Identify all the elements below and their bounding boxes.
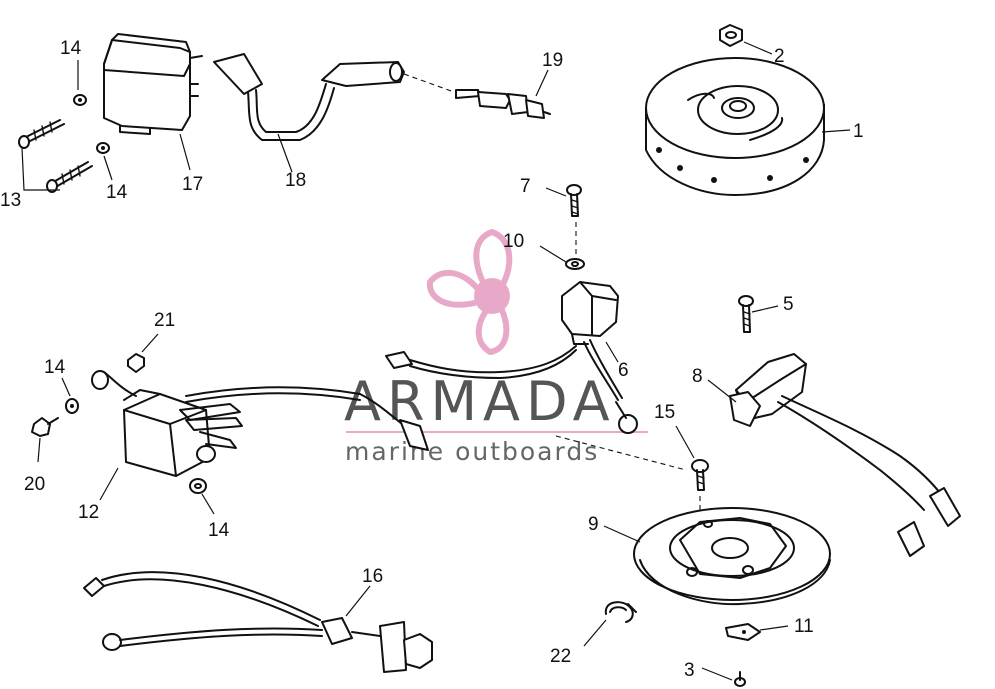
stator-screw — [691, 459, 709, 491]
small-screw — [734, 671, 746, 687]
coil-screws-upper — [18, 94, 110, 193]
callout-9: 9 — [588, 514, 599, 535]
callout-16: 16 — [362, 566, 383, 587]
coil-screw — [566, 184, 582, 217]
callout-2: 2 — [774, 46, 785, 67]
callout-22: 22 — [550, 646, 571, 667]
wire-clip — [604, 601, 637, 623]
callout-5: 5 — [783, 294, 794, 315]
callout-11: 11 — [794, 616, 814, 637]
callout-21: 21 — [154, 310, 175, 331]
wire-clamp — [725, 623, 761, 641]
charge-coil — [385, 281, 638, 434]
trigger-pulser — [729, 353, 961, 557]
cdi-bolt — [31, 417, 59, 437]
cdi-unit — [91, 370, 429, 477]
watermark-subtitle: marine outboards — [345, 437, 599, 466]
watermark-title: ARMADA — [344, 370, 616, 433]
ignition-coil — [103, 33, 203, 135]
callout-20: 20 — [24, 474, 45, 495]
flywheel-nut — [719, 24, 743, 47]
callout-6: 6 — [618, 360, 629, 381]
cdi-washer-left — [65, 398, 79, 414]
callout-13: 13 — [0, 190, 21, 211]
flywheel — [645, 57, 825, 196]
cdi-washer-bottom — [189, 478, 207, 494]
callout-10: 10 — [503, 231, 524, 252]
callout-18: 18 — [285, 170, 306, 191]
cdi-nut — [127, 353, 145, 373]
coil-washer — [565, 258, 585, 270]
callout-14-upper: 14 — [106, 182, 128, 203]
callout-19: 19 — [542, 50, 563, 71]
callout-14-top: 14 — [60, 38, 82, 59]
callout-8: 8 — [692, 366, 703, 387]
callout-14-lower: 14 — [208, 520, 230, 541]
callout-17: 17 — [182, 174, 203, 195]
callout-1: 1 — [853, 121, 864, 142]
stator-plate — [633, 507, 831, 606]
callout-7: 7 — [520, 176, 531, 197]
pulser-screw — [738, 295, 754, 333]
callout-14-left: 14 — [44, 357, 66, 378]
callout-12: 12 — [78, 502, 99, 523]
spark-plug-lead — [213, 53, 405, 141]
callout-3: 3 — [684, 660, 695, 681]
watermark-logo — [426, 229, 513, 355]
propeller-hub-icon — [474, 278, 510, 314]
wire-harness — [83, 571, 433, 673]
spark-plug — [455, 89, 551, 119]
callout-15: 15 — [654, 402, 675, 423]
